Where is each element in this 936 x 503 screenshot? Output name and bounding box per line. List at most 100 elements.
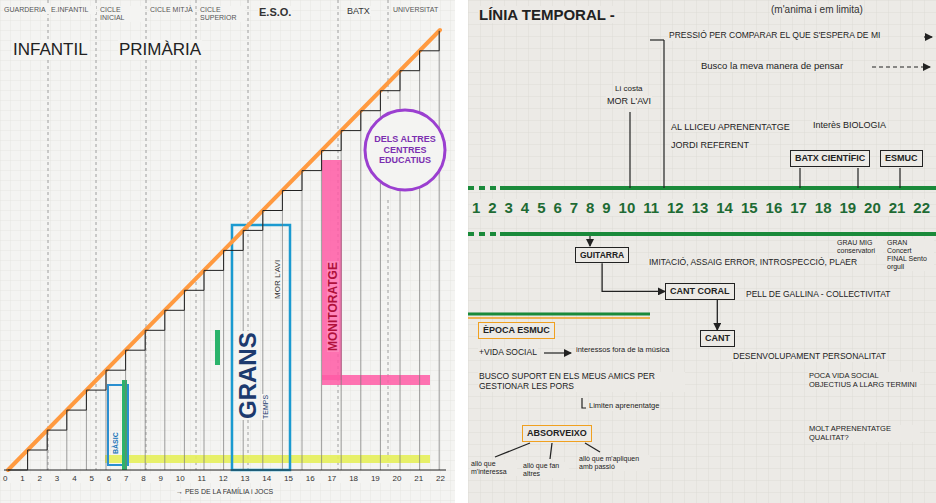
text-box: ÈPOCA ESMUC [478,322,555,339]
note-label: GUARDERIA [3,6,49,14]
decor-shape [322,375,430,385]
note-label: CICLE SUPERIOR [199,6,245,22]
decor-shape [8,31,439,470]
note-label: JORDI REFERENT [670,140,750,150]
note-label: PRESSIÓ PER COMPARAR EL QUE S'ESPERA DE … [668,31,881,41]
note-label: Interès BIOLOGIA [812,120,887,130]
decor-shape [468,232,498,236]
node-text: DELS ALTRES CENTRES EDUCATIUS [373,134,437,166]
text-box: BATX CIENTÍFIC [790,150,870,167]
note-label: UNIVERSITAT [392,6,439,14]
node-text: CANT [705,333,730,344]
note-label: PELL DE GALLINA - COLLECTIVITAT [745,290,891,300]
note-label: BÀSIC [112,431,119,455]
note-label: BATX [346,6,371,16]
note-label: AL LLICEU APRENENTATGE [670,122,791,132]
decor-shape [232,225,290,470]
decor-shape [468,0,936,503]
decor-shape [122,380,127,470]
decor-shape [262,210,263,470]
decor-shape [468,313,650,316]
note-label: interessos fora de la música [575,346,670,355]
decor-shape [204,270,205,470]
note-label: allò que m'interessa [470,460,517,476]
decor-shape [0,0,455,503]
decor-shape [388,200,389,470]
decor-shape [360,111,361,470]
decor-shape [799,168,800,188]
decor-shape [341,131,342,470]
decor-shape [439,31,440,470]
text-box: GUITARRA [575,247,629,263]
text-box: CANT CORAL [665,283,735,300]
decor-shape [215,330,220,365]
decor-shape [468,188,936,234]
note-label: IMITACIÓ, ASSAIG ERROR, INTROSPECCIÓ, PL… [648,258,858,268]
node-text: BATX CIENTÍFIC [795,153,865,164]
note-label: BUSCO SUPORT EN ELS MEUS AMICS PER GESTI… [478,372,685,392]
decor-shape [145,330,146,470]
decor-shape [500,232,936,236]
decor-shape [872,66,930,67]
decor-shape [164,310,165,470]
decor-shape [282,191,283,470]
decor-shape [321,151,322,470]
node-text: ÈPOCA ESMUC [483,325,550,336]
decor-shape [857,168,858,188]
note-label: DESENVOLUPAMENT PERSONALITAT [732,352,887,362]
decor-shape [663,40,664,188]
note-label: allò que m'apliquen amb passió [578,455,650,471]
note-label: (m'anima i em limita) [770,4,864,16]
decor-shape [48,0,388,470]
decor-shape [544,352,571,353]
note-label: E.S.O. [258,6,292,19]
decor-shape [468,317,650,319]
note-label: LÍNIA TEMPORAL - [478,6,616,23]
decor-shape [105,455,430,463]
note-label: +VIDA SOCIAL [478,348,538,358]
note-label: CICLE INICIAL [99,6,145,22]
decor-shape [899,168,900,188]
text-box: ESMUC [880,150,923,167]
decor-shape [468,0,936,503]
note-label: INFANTIL [12,40,89,60]
note-label: → PES DE LA FAMÍLIA i JOCS [175,488,274,496]
decor-shape [8,31,439,470]
note-label: POCA VIDA SOCIAL OBJECTIUS A LLARG TERMI… [808,372,920,389]
decor-shape [4,469,446,470]
decor-shape [585,443,600,452]
note-label: GRAN Concert FINAL Sento orgull [886,239,934,271]
decor-shape [0,0,455,503]
note-label: E.INFANTIL [50,6,96,14]
node-text: ABSORVEIXO [527,428,587,439]
circle-node: DELS ALTRES CENTRES EDUCATIUS [363,108,447,192]
text-box: CANT [700,330,735,347]
circle-outline [365,110,445,190]
note-label: MOLT APRENENTATGE QUALITAT? [808,425,920,442]
note-label: MONITORATGE [327,261,339,352]
decor-shape [468,186,498,190]
decor-shape [96,0,97,470]
note-label: Li costa [614,84,644,93]
note-label: GRAU MIG conservatori [836,239,883,255]
decor-shape [924,36,932,37]
note-label: Busco la meva manera de pensar [700,61,844,72]
decor-shape [48,0,49,470]
note-label: MOR L'AVI [274,259,282,300]
decor-shape [302,171,303,470]
decor-shape [629,112,630,188]
decor-shape [582,398,586,408]
flow-arrow [717,300,718,330]
note-label: PRIMÀRIA [118,40,202,60]
decor-shape [322,160,342,380]
note-label: 1 2 3 4 5 6 7 8 9 10 11 12 13 14 15 16 1… [472,199,930,216]
decor-shape [495,37,932,459]
node-text: ESMUC [885,153,918,164]
note-label: CICLE MITJÀ [149,6,195,14]
note-label: 0 1 2 3 4 5 6 7 8 9 10 11 12 13 14 15 16… [3,474,445,483]
decor-shape [495,443,530,457]
